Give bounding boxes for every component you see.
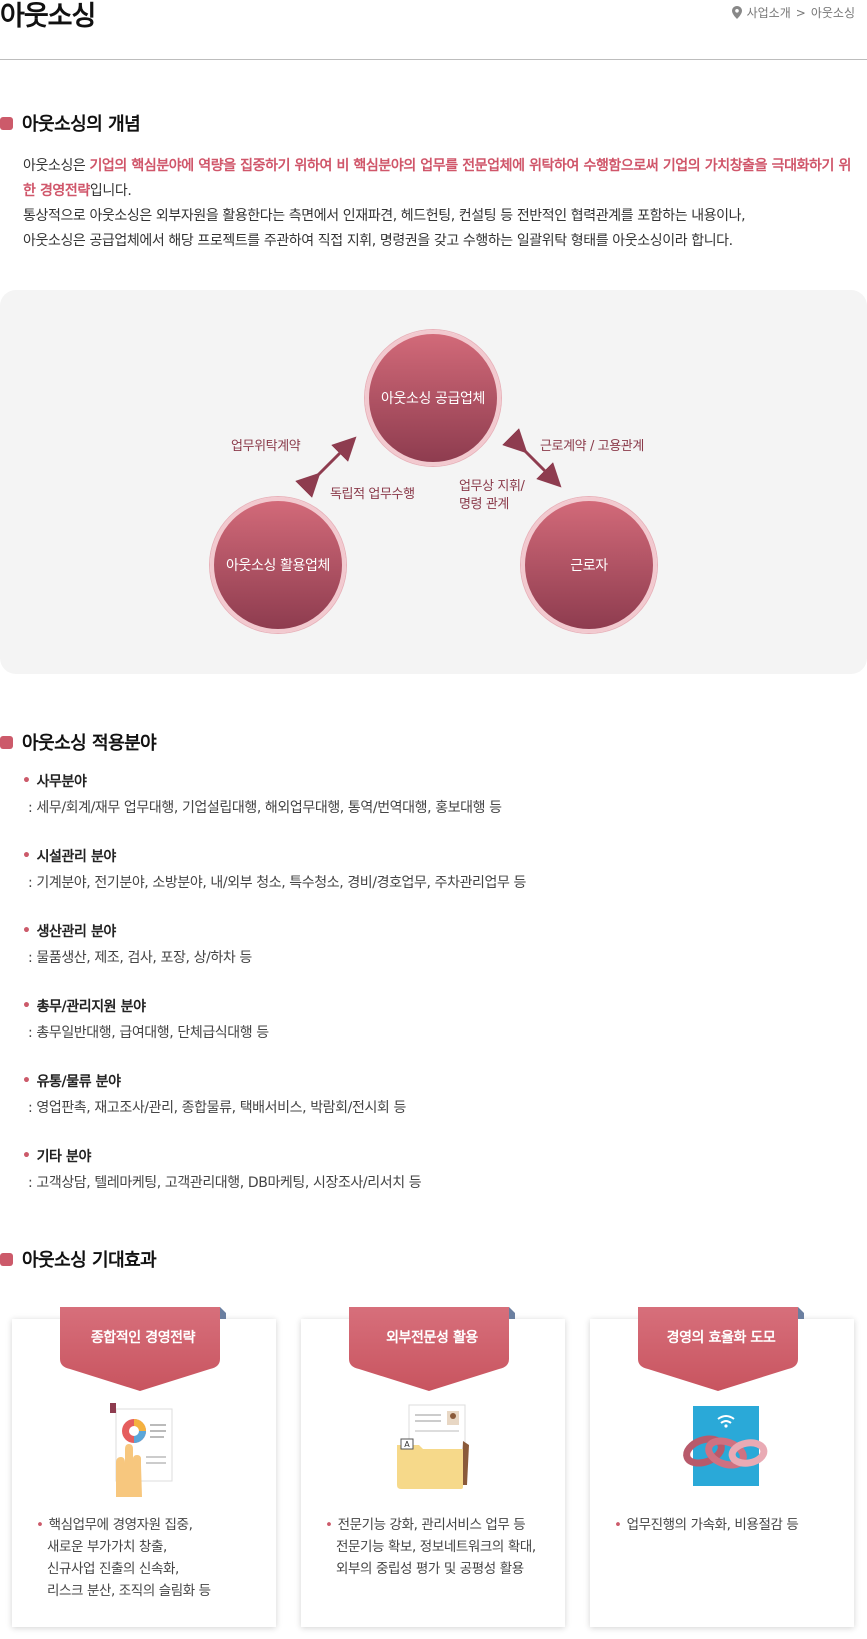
- square-bullet-icon: [0, 735, 13, 749]
- page-title: 아웃소싱: [0, 1, 96, 32]
- outsourcing-relationship-diagram: 아웃소싱 공급업체 아웃소싱 활용업체 근로자 업무위탁계약 독립적 업무수행 …: [0, 290, 867, 674]
- square-bullet-icon: [0, 116, 13, 130]
- header-divider: [0, 59, 867, 60]
- field-item: •생산관리 분야 : 물품생산, 제조, 검사, 포장, 상/하차 등: [22, 923, 252, 966]
- arrow-contract: [295, 436, 357, 498]
- breadcrumb: 사업소개 > 아웃소싱: [731, 4, 855, 21]
- user-company-circle: 아웃소싱 활용업체: [210, 497, 346, 633]
- bullet-dot-icon: •: [325, 1517, 333, 1533]
- label-command: 업무상 지휘/ 명령 관계: [459, 479, 525, 512]
- arrow-employment: [502, 428, 562, 488]
- bullet-dot-icon: •: [22, 773, 31, 789]
- bullet-dot-icon: •: [22, 848, 31, 864]
- section-heading-effects: 아웃소싱 기대효과: [0, 1246, 157, 1272]
- concept-line-2: 통상적으로 아웃소싱은 외부자원을 활용한다는 측면에서 인재파견, 헤드헌팅,…: [23, 208, 746, 224]
- breadcrumb-separator: >: [795, 5, 806, 20]
- bullet-dot-icon: •: [22, 923, 31, 939]
- concept-highlight: 기업의 핵심분야에 역량을 집중하기 위하여 비 핵심분야의 업무를 전문업체에…: [23, 158, 851, 199]
- concept-line-3: 아웃소싱은 공급업체에서 해당 프로젝트를 주관하여 직접 지휘, 명령권을 갖…: [23, 233, 733, 249]
- effect-card: 외부전문성 활용 A •전문기능 강화, 관리서비스 업무 등 전문기능 확보,…: [301, 1307, 565, 1627]
- ribbon-banner: [60, 1307, 226, 1391]
- label-employment: 근로계약 / 고용관계: [540, 439, 644, 454]
- supplier-circle: 아웃소싱 공급업체: [365, 330, 501, 466]
- ribbon-banner: [638, 1307, 804, 1391]
- bullet-dot-icon: •: [614, 1517, 622, 1533]
- worker-circle: 근로자: [521, 497, 657, 633]
- field-item: •총무/관리지원 분야 : 총무일반대행, 급여대행, 단체급식대행 등: [22, 998, 269, 1041]
- field-item: •사무분야 : 세무/회계/재무 업무대행, 기업설립대행, 해외업무대행, 통…: [22, 773, 502, 816]
- bullet-dot-icon: •: [22, 1073, 31, 1089]
- breadcrumb-item-business[interactable]: 사업소개: [746, 6, 791, 20]
- document-folder-icon: A: [397, 1404, 469, 1489]
- relationship-arrows: [295, 428, 562, 498]
- ribbon-banner: [349, 1307, 515, 1391]
- bullet-dot-icon: •: [36, 1517, 44, 1533]
- effect-title: 종합적인 경영전략: [90, 1330, 196, 1346]
- section-heading-concept: 아웃소싱의 개념: [0, 110, 141, 136]
- label-contract: 업무위탁계약: [231, 439, 301, 454]
- field-item: •시설관리 분야 : 기계분야, 전기분야, 소방분야, 내/외부 청소, 특수…: [22, 848, 527, 891]
- location-pin-icon: [731, 6, 742, 19]
- effect-card: 경영의 효율화 도모 •업무진행의 가속화, 비용절감 등: [590, 1307, 854, 1627]
- field-item: •기타 분야 : 고객상담, 텔레마케팅, 고객관리대행, DB마케팅, 시장조…: [22, 1148, 422, 1191]
- strategy-report-icon: [110, 1403, 173, 1497]
- effect-card: 종합적인 경영전략 •핵심업무에 경영자원 집중, 새로운 부가가치 창출, 신…: [12, 1307, 276, 1627]
- effect-description: •핵심업무에 경영자원 집중, 새로운 부가가치 창출, 신규사업 진출의 신속…: [36, 1517, 211, 1599]
- field-item: •유통/물류 분야 : 영업판촉, 재고조사/관리, 종합물류, 택배서비스, …: [22, 1073, 406, 1116]
- chain-link-icon: [683, 1404, 768, 1488]
- concept-paragraph: 아웃소싱은 기업의 핵심분야에 역량을 집중하기 위하여 비 핵심분야의 업무를…: [23, 154, 853, 254]
- effect-title: 경영의 효율화 도모: [666, 1330, 776, 1346]
- bullet-dot-icon: •: [22, 998, 31, 1014]
- breadcrumb-item-outsourcing[interactable]: 아웃소싱: [810, 6, 855, 20]
- effect-description: •업무진행의 가속화, 비용절감 등: [614, 1517, 799, 1533]
- bullet-dot-icon: •: [22, 1148, 31, 1164]
- svg-text:A: A: [404, 1440, 410, 1449]
- section-heading-fields: 아웃소싱 적용분야: [0, 729, 157, 755]
- label-independent: 독립적 업무수행: [330, 487, 415, 502]
- effect-title: 외부전문성 활용: [386, 1330, 478, 1346]
- effect-description: •전문기능 강화, 관리서비스 업무 등 전문기능 확보, 정보네트워크의 확대…: [325, 1517, 536, 1577]
- square-bullet-icon: [0, 1252, 13, 1266]
